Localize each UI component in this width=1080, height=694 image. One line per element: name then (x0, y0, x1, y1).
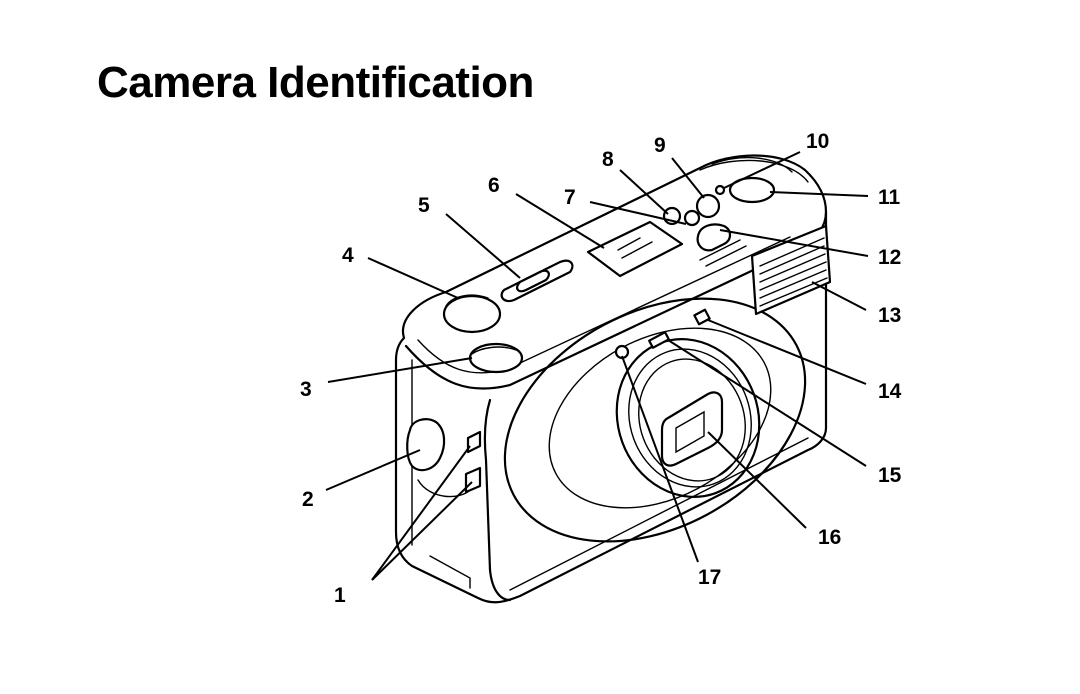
leader-line-13 (811, 281, 867, 311)
callout-labels: 1 2 3 4 5 6 7 8 9 10 11 12 13 14 15 16 1… (300, 130, 902, 607)
leader-line-1b (371, 445, 471, 581)
leader-line-2 (325, 449, 421, 491)
callout-8: 8 (602, 148, 614, 171)
page-title: Camera Identification (97, 58, 534, 107)
leader-line-11 (769, 191, 869, 197)
leader-line-3 (327, 357, 473, 383)
callout-6: 6 (488, 174, 500, 197)
camera-body-drawing (394, 154, 832, 604)
callout-16: 16 (818, 526, 841, 549)
callout-5: 5 (418, 194, 430, 217)
leader-line-14 (707, 319, 867, 385)
callout-14: 14 (878, 380, 902, 403)
callout-17: 17 (698, 566, 721, 589)
leader-line-6 (515, 193, 605, 249)
leader-line-1a (371, 481, 473, 581)
leader-line-10 (723, 151, 801, 189)
callout-13: 13 (878, 304, 901, 327)
leader-line-8 (619, 169, 669, 215)
callout-leader-lines (325, 151, 869, 581)
leader-line-12 (719, 229, 869, 257)
leader-line-4 (367, 257, 459, 299)
leader-line-16 (707, 431, 807, 529)
callout-1: 1 (334, 584, 346, 607)
leader-line-15 (667, 339, 867, 467)
callout-10: 10 (806, 130, 829, 153)
callout-15: 15 (878, 464, 902, 487)
callout-12: 12 (878, 246, 901, 269)
callout-3: 3 (300, 378, 312, 401)
leader-line-17 (621, 355, 699, 563)
leader-line-9 (671, 157, 705, 199)
callout-7: 7 (564, 186, 576, 209)
leader-line-7 (589, 201, 687, 225)
callout-4: 4 (342, 244, 354, 267)
leader-line-5 (445, 213, 521, 279)
callout-11: 11 (878, 186, 901, 209)
callout-2: 2 (302, 488, 314, 511)
callout-9: 9 (654, 134, 666, 157)
